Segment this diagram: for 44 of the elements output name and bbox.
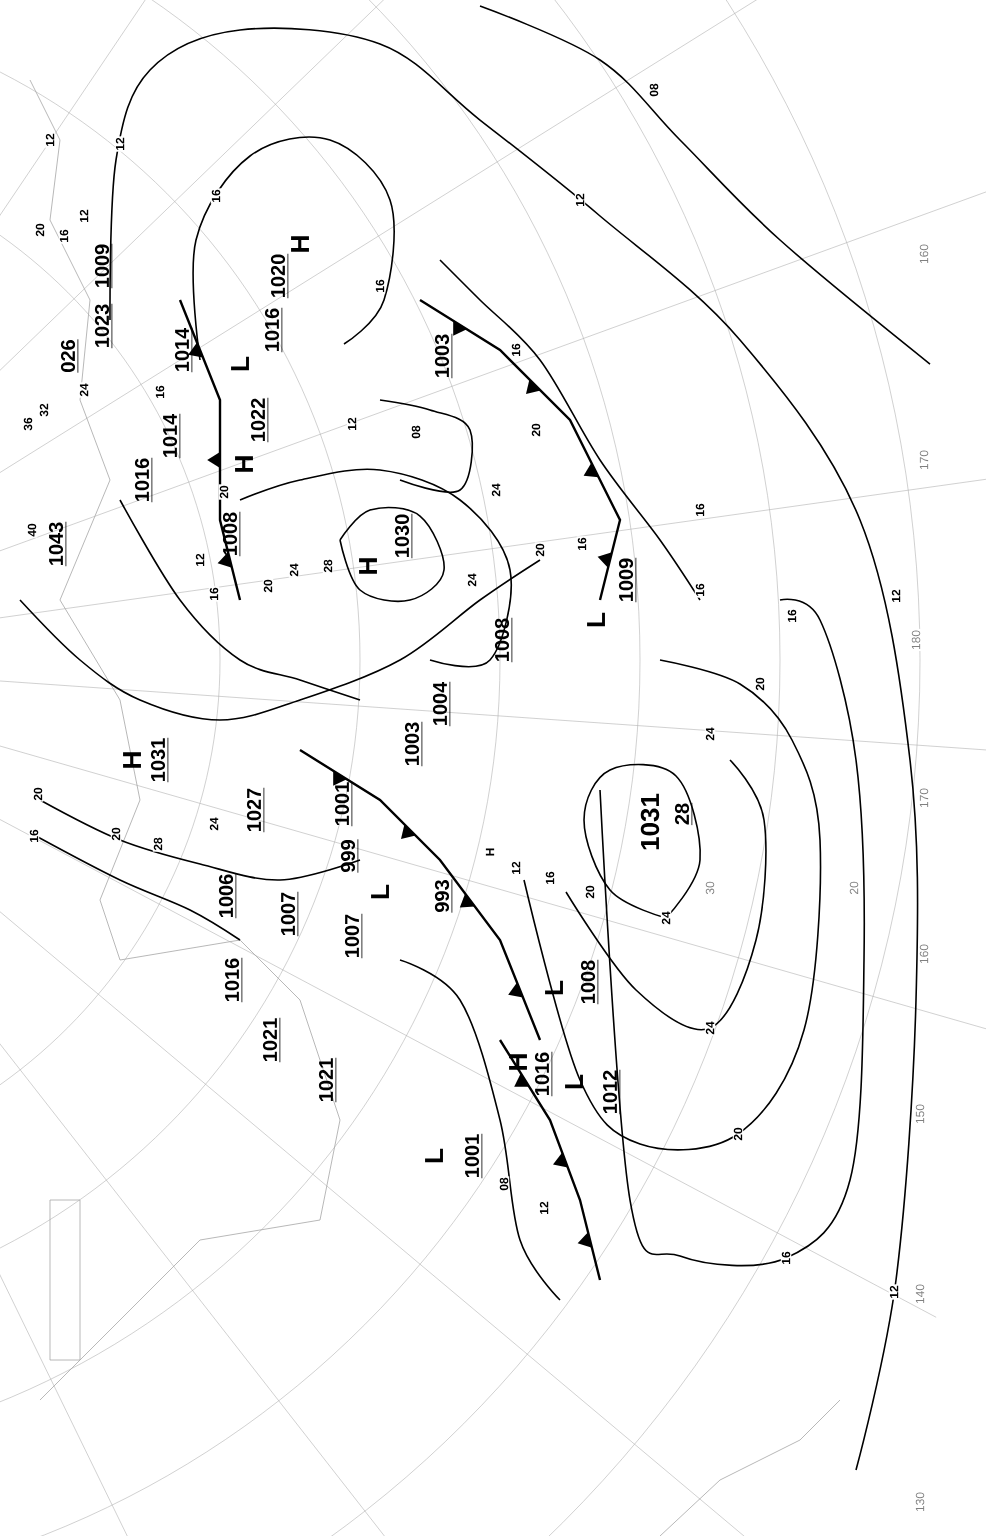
pressure-center-letter: L (231, 356, 249, 371)
pressure-center-letter: L (371, 884, 389, 899)
pressure-value: 1008 (580, 959, 599, 1005)
pressure-center-letter: H (235, 456, 253, 472)
pressure-center-letter: 1031 (640, 793, 660, 850)
pressure-value: 1030 (394, 513, 413, 559)
pressure-center-letter: L (425, 1148, 443, 1163)
pressure-value: 1016 (134, 457, 153, 503)
pressure-value: 1016 (224, 957, 243, 1003)
pressure-value: 1014 (174, 327, 193, 373)
pressure-value: 1031 (150, 737, 169, 783)
pressure-center-letter: H (123, 752, 141, 768)
pressure-value: 1003 (404, 721, 423, 767)
pressure-center-letter: H (359, 558, 377, 574)
pressure-value: 1006 (218, 873, 237, 919)
pressure-value: 999 (340, 838, 359, 874)
pressure-value: 993 (434, 878, 453, 914)
pressure-value: 1009 (94, 243, 113, 289)
pressure-value: 1022 (250, 397, 269, 443)
pressure-value: 1007 (344, 913, 363, 959)
pressure-value: 1008 (222, 511, 241, 557)
pressure-value: 1020 (270, 253, 289, 299)
pressure-value: 1023 (94, 303, 113, 349)
pressure-value: 1016 (534, 1051, 553, 1097)
pressure-value: 026 (60, 338, 79, 374)
pressure-value: 1012 (602, 1069, 621, 1115)
pressure-value: 1003 (434, 333, 453, 379)
pressure-center-letter: L (545, 980, 563, 995)
pressure-value: 28 (674, 802, 693, 826)
pressure-value: 1009 (618, 557, 637, 603)
pressure-center-letter: L (587, 612, 605, 627)
pressure-value: 1004 (432, 681, 451, 727)
pressure-value: 1001 (334, 781, 353, 827)
pressure-value: 1001 (464, 1133, 483, 1179)
pressure-value: 1007 (280, 891, 299, 937)
pressure-value: 1021 (262, 1017, 281, 1063)
pressure-value: 1008 (494, 617, 513, 663)
pressure-center-letter: L (565, 1074, 583, 1089)
pressure-value: 1014 (162, 413, 181, 459)
pressure-value: 1021 (318, 1057, 337, 1103)
pressure-value: 1043 (48, 521, 67, 567)
pressure-value: 1027 (246, 787, 265, 833)
pressure-center-letter: H (291, 236, 309, 252)
pressure-value: 1016 (264, 307, 283, 353)
